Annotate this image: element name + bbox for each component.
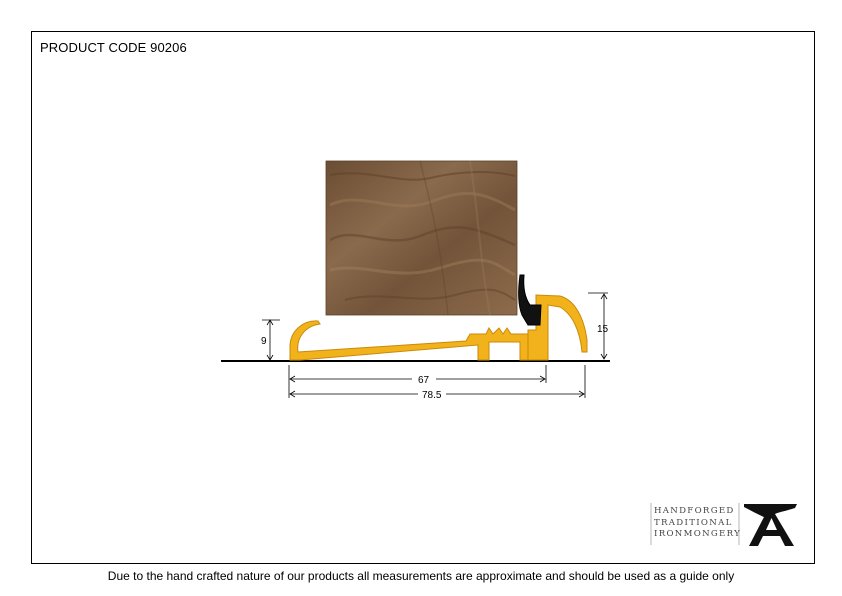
dimension-9-label: 9	[261, 336, 267, 347]
dimension-67-label: 67	[418, 375, 430, 386]
dimension-15	[588, 292, 608, 360]
logo-line-2: TRADITIONAL	[654, 517, 733, 528]
logo-line-1: HANDFORGED	[654, 506, 735, 516]
brand-logo	[650, 503, 797, 546]
threshold-profile	[289, 294, 588, 361]
dimension-78-5	[289, 365, 586, 398]
weatherbar	[527, 294, 588, 361]
dimension-67	[288, 365, 547, 398]
drawing-frame	[31, 31, 815, 564]
brand-logo-text: HANDFORGED TRADITIONAL IRONMONGERY	[654, 506, 742, 541]
threshold-ramp	[289, 320, 529, 361]
weather-seal	[518, 274, 542, 326]
product-code: PRODUCT CODE 90206	[40, 40, 187, 55]
dimension-9	[262, 319, 280, 361]
dimension-15-label: 15	[597, 324, 609, 335]
dimension-78-5-label: 78.5	[422, 390, 442, 401]
anvil-A-icon	[744, 504, 797, 546]
door-wood-block	[325, 160, 518, 316]
logo-line-3: IRONMONGERY	[654, 529, 742, 539]
disclaimer-footer: Due to the hand crafted nature of our pr…	[107, 569, 735, 583]
